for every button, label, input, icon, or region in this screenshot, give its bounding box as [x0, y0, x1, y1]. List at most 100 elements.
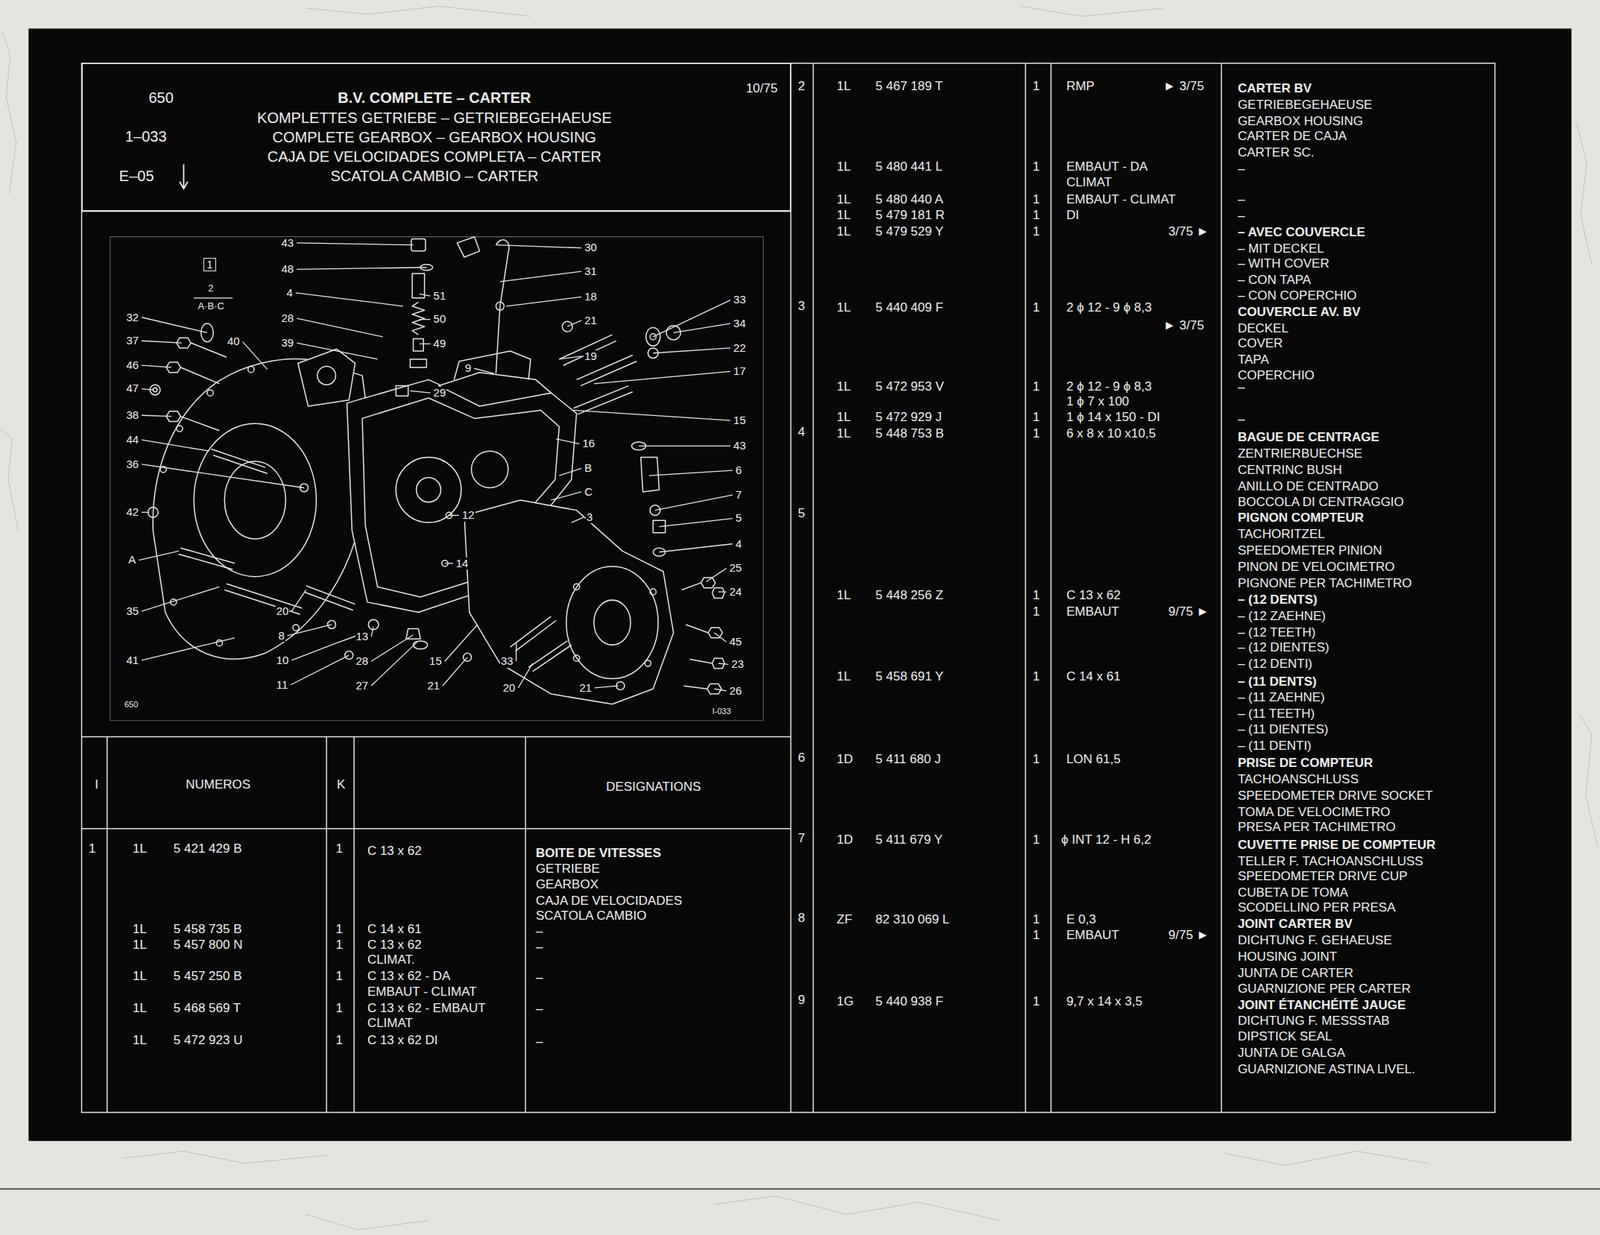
designation-heading: PRISE DE COMPTEUR: [1237, 755, 1373, 771]
leader-line: [141, 389, 153, 390]
table-cell: –: [1237, 412, 1245, 428]
table-cell: C 13 x 62 - EMBAUT CLIMAT: [367, 1000, 501, 1032]
callout-number: 11: [275, 678, 290, 692]
header-text: 650: [149, 89, 174, 106]
gearbox-illustration: [292, 624, 299, 631]
designation-heading: JOINT CARTER BV: [1237, 916, 1353, 932]
gearbox-illustration: [558, 334, 617, 366]
gearbox-illustration: [110, 236, 764, 721]
leader-line: [141, 586, 220, 612]
gearbox-illustration: [317, 366, 337, 386]
gearbox-illustration: [190, 342, 227, 357]
callout-number: 29: [432, 386, 448, 400]
table-cell: TOMA DE VELOCIMETRO: [1237, 804, 1391, 820]
table-cell: – (11 TEETH): [1237, 706, 1315, 722]
table-cell: 4: [798, 424, 805, 440]
gearbox-illustration: [152, 358, 369, 659]
table-rule: [81, 827, 792, 830]
callout-number: 30: [583, 241, 598, 255]
table-cell: 5 457 250 B: [173, 968, 243, 984]
callout-number: C: [583, 485, 594, 499]
gearbox-illustration: [510, 616, 557, 652]
leader-line: [419, 343, 431, 345]
table-cell: 3/75 ►: [1168, 224, 1210, 240]
table-cell: C 14 x 61: [1066, 669, 1121, 685]
gearbox-illustration: [413, 339, 425, 352]
paper-crack: [122, 1151, 327, 1164]
leader-line: [295, 292, 404, 307]
table-cell: PRESA PER TACHIMETRO: [1237, 819, 1396, 835]
leader-line: [638, 445, 731, 447]
table-cell: ZF: [836, 912, 853, 928]
table-cell: 1L: [836, 224, 852, 240]
table-cell: DECKEL: [1237, 321, 1289, 337]
table-cell: 1L: [836, 192, 852, 208]
table-cell: 9/75 ►: [1168, 604, 1210, 620]
leader-line: [593, 371, 731, 384]
callout-number: 22: [732, 342, 747, 355]
table-cell: C 13 x 62: [1066, 587, 1121, 603]
table-cell: ZENTRIERBUECHSE: [1237, 446, 1363, 462]
leader-line: [442, 657, 468, 686]
callout-number: 28: [280, 312, 296, 325]
table-cell: 1: [336, 1032, 343, 1048]
gearbox-illustration: [395, 456, 462, 523]
table-cell: 5 448 256 Z: [875, 587, 944, 603]
callout-number: B: [583, 462, 593, 475]
table-cell: 2: [798, 78, 805, 94]
header-box: 6501–033E–05KOMPLETTES GETRIEBE – GETRIE…: [81, 63, 792, 212]
table-cell: –: [535, 1001, 543, 1017]
callout-number: 24: [728, 585, 743, 599]
designation-heading: PIGNON COMPTEUR: [1237, 510, 1364, 526]
gearbox-illustration: [148, 507, 159, 518]
gearbox-illustration: [640, 456, 660, 492]
table-cell: 5 479 529 Y: [875, 224, 944, 240]
leader-line: [371, 640, 419, 686]
header-text: 1–033: [125, 128, 167, 145]
table-cell: 1: [1032, 300, 1040, 316]
gearbox-illustration: [593, 599, 631, 645]
callout-number: 21: [578, 681, 593, 695]
callout-number: 9: [464, 362, 472, 375]
gearbox-illustration: [412, 301, 425, 335]
table-cell: K: [336, 777, 346, 793]
table-cell: EMBAUT: [1066, 604, 1120, 620]
gearbox-illustration: [685, 624, 708, 633]
paper-crack: [1576, 122, 1593, 266]
table-cell: 8: [798, 910, 805, 926]
callout-number: 50: [432, 312, 448, 326]
callout-number: 51: [432, 289, 448, 303]
table-cell: 5 480 440 A: [875, 192, 944, 208]
table-rule: [81, 736, 792, 738]
table-cell: I: [94, 777, 99, 793]
leader-line: [550, 491, 582, 501]
table-cell: 1: [1032, 587, 1040, 603]
callout-number: 3: [585, 511, 594, 524]
table-cell: GUARNIZIONE PER CARTER: [1237, 981, 1411, 997]
table-rule: [325, 737, 328, 1113]
table-cell: EMBAUT: [1066, 927, 1120, 943]
table-cell: –: [1237, 161, 1245, 177]
table-cell: 5 411 680 J: [875, 751, 942, 767]
callout-number: 42: [125, 506, 140, 519]
table-cell: 5 421 429 B: [173, 841, 243, 857]
table-cell: NUMEROS: [185, 777, 251, 793]
callout-number: 43: [732, 439, 747, 453]
leader-line: [409, 390, 430, 393]
callout-number: 36: [125, 458, 140, 471]
table-cell: 1: [1032, 78, 1040, 94]
leader-line: [141, 439, 210, 451]
table-cell: TACHORITZEL: [1237, 526, 1326, 542]
table-cell: EMBAUT - DA CLIMAT: [1066, 159, 1168, 191]
gearbox-illustration: [453, 351, 531, 380]
table-cell: DICHTUNG F. MESSSTAB: [1237, 1013, 1390, 1029]
table-cell: RMP: [1066, 78, 1095, 94]
gearbox-illustration: [495, 301, 504, 311]
callout-number: 10: [275, 654, 290, 667]
gearbox-illustration: [210, 448, 267, 474]
down-arrow: [179, 181, 188, 190]
table-cell: 1L: [132, 937, 147, 953]
table-cell: –: [535, 939, 543, 955]
gearbox-illustration: [561, 321, 573, 332]
gearbox-illustration: [438, 372, 552, 407]
